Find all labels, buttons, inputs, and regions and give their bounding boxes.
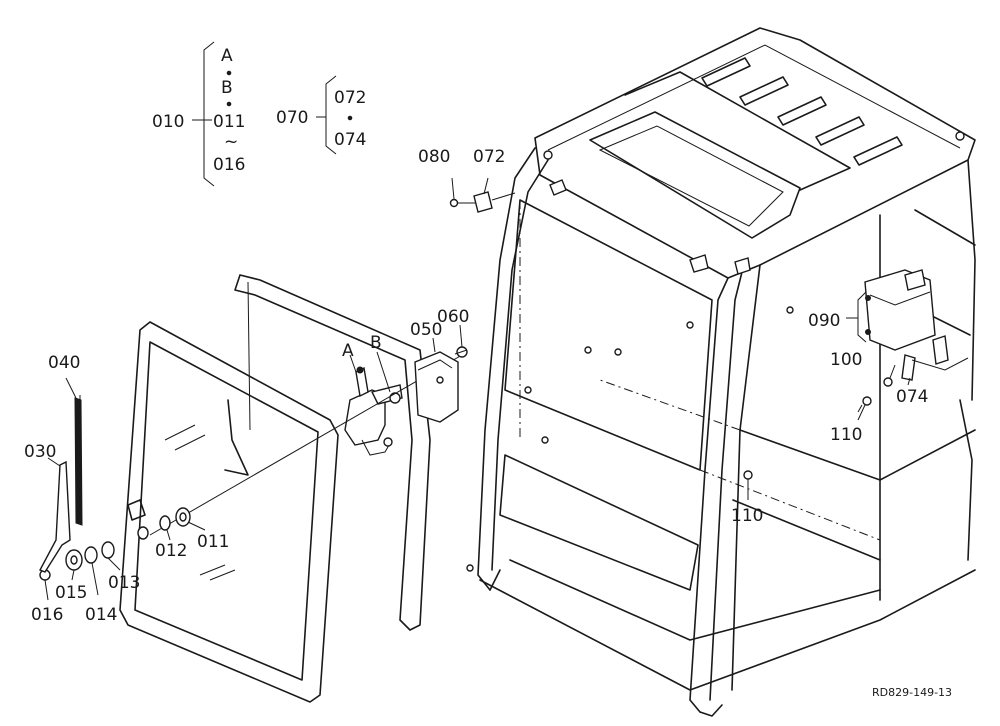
group-070-range-start: 072 xyxy=(334,88,366,108)
group-070-range-end: 074 xyxy=(334,130,366,150)
group-070-dot xyxy=(347,115,353,121)
callout-090: 090 xyxy=(808,311,840,331)
group-070-parent: 070 xyxy=(276,108,308,128)
wiper-arm-030 xyxy=(39,460,71,573)
wiper-shaft-hardware xyxy=(39,507,191,581)
callout-016: 016 xyxy=(31,605,63,625)
leader-lines xyxy=(44,41,911,601)
callout-080: 080 xyxy=(418,147,450,167)
group-010-dot-1 xyxy=(226,70,232,76)
callout-b: B xyxy=(370,333,382,353)
window-glass-panel xyxy=(119,321,339,703)
drawing-code: RD829-149-13 xyxy=(872,686,952,699)
callout-060: 060 xyxy=(437,307,469,327)
group-010-item-a: A xyxy=(221,46,233,66)
wiper-motor xyxy=(149,354,463,536)
callout-011: 011 xyxy=(197,532,229,552)
group-010-item-b: B xyxy=(221,78,233,98)
callout-015: 015 xyxy=(55,583,87,603)
callout-100: 100 xyxy=(830,350,862,370)
callout-074: 074 xyxy=(896,387,928,407)
bolt-060 xyxy=(454,346,468,358)
motor-cover-050 xyxy=(414,351,459,423)
callout-110-lower: 110 xyxy=(731,506,763,526)
callout-040: 040 xyxy=(48,353,80,373)
front-window-frame xyxy=(224,274,431,631)
group-010-range-start: 011 xyxy=(213,112,245,132)
callout-013: 013 xyxy=(108,573,140,593)
callout-014: 014 xyxy=(85,605,117,625)
group-010-dot-2 xyxy=(226,101,232,107)
group-010-tilde: ~ xyxy=(224,132,238,152)
group-010-parent: 010 xyxy=(152,112,184,132)
wiper-blade-040 xyxy=(74,395,83,526)
callout-a: A xyxy=(342,341,354,361)
callout-072: 072 xyxy=(473,147,505,167)
callout-110-upper: 110 xyxy=(830,425,862,445)
cab-frame xyxy=(466,27,976,717)
callout-012: 012 xyxy=(155,541,187,561)
bolt-080-bracket-072 xyxy=(449,191,516,213)
bolts-100-110 xyxy=(743,377,893,490)
group-010-range-end: 016 xyxy=(213,155,245,175)
callout-030: 030 xyxy=(24,442,56,462)
callout-050: 050 xyxy=(410,320,442,340)
washer-tank-090 xyxy=(864,269,969,381)
